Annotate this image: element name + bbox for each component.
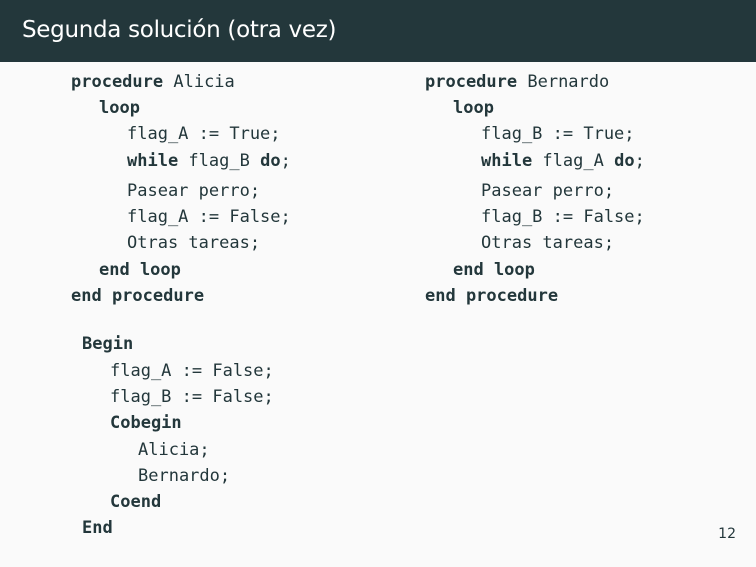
bernardo-procedure-code: procedure Bernardo loop flag_B := True; … bbox=[425, 72, 735, 312]
slide-header: Segunda solución (otra vez) bbox=[0, 0, 756, 62]
bernardo-end-loop: end loop bbox=[453, 260, 535, 280]
bernardo-while-line: while flag_A do; bbox=[481, 151, 645, 171]
alicia-set-flag-true: flag_A := True; bbox=[127, 124, 281, 144]
keyword-procedure: procedure bbox=[425, 72, 518, 92]
keyword-procedure: procedure bbox=[71, 72, 164, 92]
main-init-flag-b: flag_B := False; bbox=[110, 387, 274, 407]
alicia-other-tasks: Otras tareas; bbox=[127, 233, 261, 253]
bernardo-procedure-header: procedure Bernardo bbox=[425, 72, 609, 92]
keyword-do: do bbox=[260, 151, 281, 171]
bernardo-walk-dog: Pasear perro; bbox=[481, 181, 615, 201]
main-call-alicia: Alicia; bbox=[138, 440, 210, 460]
main-begin-keyword: Begin bbox=[82, 334, 134, 354]
alicia-while-line: while flag_B do; bbox=[127, 151, 291, 171]
statement-terminator: ; bbox=[634, 151, 645, 171]
alicia-loop-keyword: loop bbox=[99, 98, 140, 118]
bernardo-set-flag-true: flag_B := True; bbox=[481, 124, 635, 144]
while-condition: flag_A bbox=[532, 151, 615, 171]
main-cobegin-keyword: Cobegin bbox=[110, 413, 182, 433]
procedure-name: Alicia bbox=[163, 72, 235, 92]
statement-terminator: ; bbox=[280, 151, 291, 171]
procedure-name: Bernardo bbox=[517, 72, 610, 92]
main-call-bernardo: Bernardo; bbox=[138, 466, 231, 486]
alicia-set-flag-false: flag_A := False; bbox=[127, 207, 291, 227]
main-program-code: Begin flag_A := False; flag_B := False; … bbox=[82, 334, 382, 544]
keyword-do: do bbox=[614, 151, 635, 171]
alicia-walk-dog: Pasear perro; bbox=[127, 181, 261, 201]
keyword-while: while bbox=[127, 151, 179, 171]
main-coend-keyword: Coend bbox=[110, 492, 162, 512]
keyword-while: while bbox=[481, 151, 533, 171]
page-number: 12 bbox=[718, 526, 736, 542]
alicia-procedure-header: procedure Alicia bbox=[71, 72, 235, 92]
bernardo-other-tasks: Otras tareas; bbox=[481, 233, 615, 253]
bernardo-set-flag-false: flag_B := False; bbox=[481, 207, 645, 227]
main-end-keyword: End bbox=[82, 518, 113, 538]
alicia-procedure-code: procedure Alicia loop flag_A := True; wh… bbox=[71, 72, 371, 312]
bernardo-loop-keyword: loop bbox=[453, 98, 494, 118]
main-init-flag-a: flag_A := False; bbox=[110, 361, 274, 381]
slide-title: Segunda solución (otra vez) bbox=[22, 17, 337, 43]
alicia-end-procedure: end procedure bbox=[71, 286, 205, 306]
bernardo-end-procedure: end procedure bbox=[425, 286, 559, 306]
alicia-end-loop: end loop bbox=[99, 260, 181, 280]
while-condition: flag_B bbox=[178, 151, 261, 171]
